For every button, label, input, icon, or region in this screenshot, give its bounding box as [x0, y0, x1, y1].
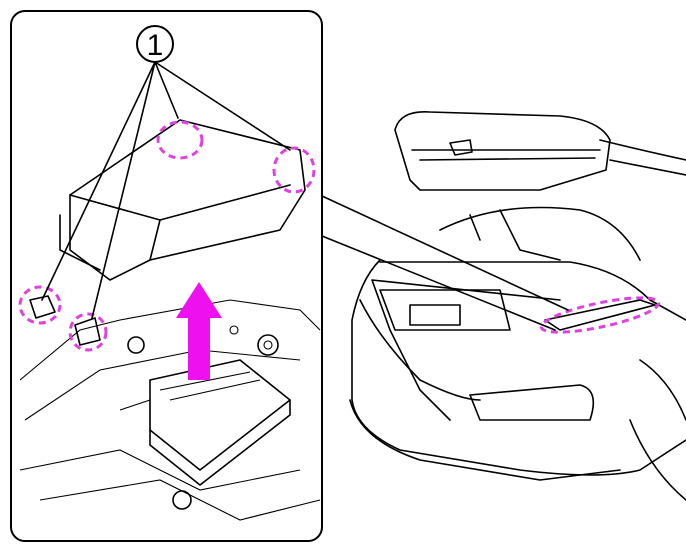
inset-leader-lines: [321, 195, 569, 331]
detail-inset-frame: [10, 10, 323, 542]
clip-highlight-3: [18, 285, 62, 325]
lift-direction-arrow-icon: [176, 282, 222, 380]
fuse-box-detail: [19, 119, 321, 521]
clip-highlight-4: [68, 312, 108, 352]
clip-highlight-2: [272, 146, 316, 194]
clip-highlight-1: [156, 120, 204, 160]
car-front-illustration: [349, 111, 686, 501]
fuse-box-location-highlight: [539, 296, 661, 334]
callout-leader-lines: [41, 61, 291, 319]
callout-circle: [136, 25, 174, 63]
callout-number: 1: [147, 29, 164, 62]
